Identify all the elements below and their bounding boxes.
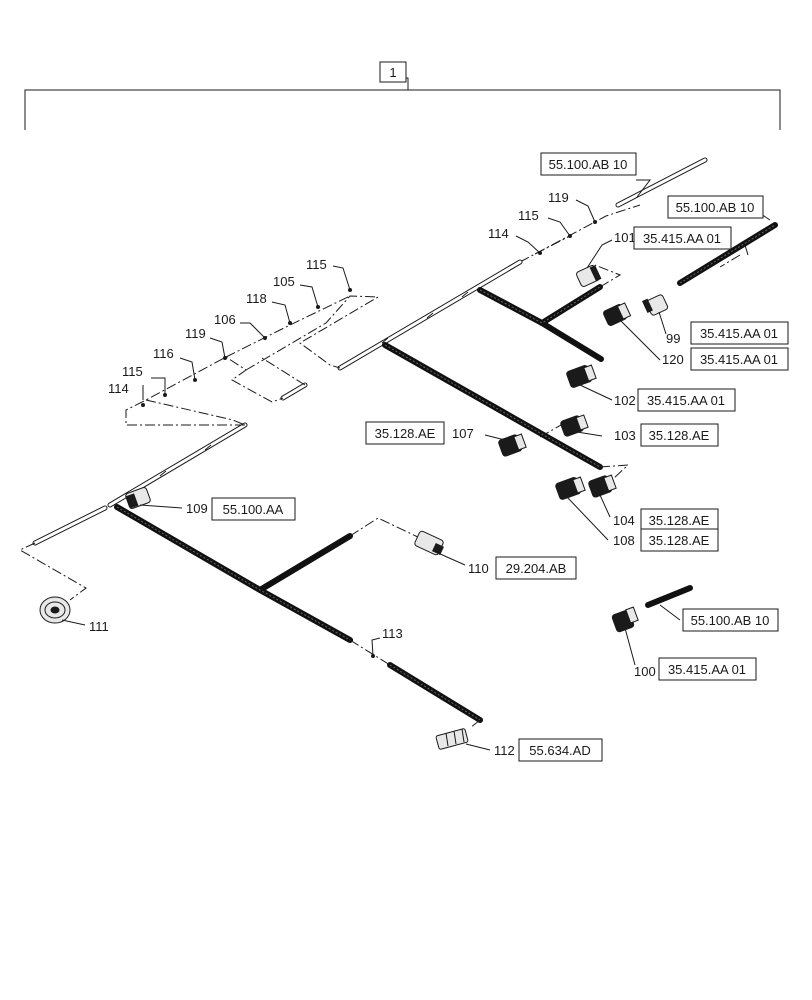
callout-112: 112 — [494, 743, 515, 758]
callout-105: 105 — [273, 274, 295, 289]
callout-99: 99 — [666, 331, 680, 346]
connector-100[interactable] — [611, 606, 639, 633]
ref-108[interactable]: 35.128.AE — [640, 528, 719, 552]
leader-lines — [61, 199, 771, 751]
assembly-bracket: 1 — [24, 61, 781, 130]
ref-99[interactable]: 35.415.AA 01 — [690, 321, 789, 345]
connector-104[interactable] — [588, 474, 617, 498]
callout-107: 107 — [452, 426, 474, 441]
callout-114b: 114 — [488, 226, 509, 241]
callout-109: 109 — [186, 501, 208, 516]
sleeve-tube-top — [615, 157, 708, 208]
ref-100-wrap[interactable]: 55.100.AB 10 — [682, 608, 779, 632]
callout-102: 102 — [614, 393, 636, 408]
connector-109[interactable] — [125, 487, 151, 510]
svg-text:35.415.AA 01: 35.415.AA 01 — [668, 662, 746, 677]
callout-103: 103 — [614, 428, 636, 443]
connector-102[interactable] — [566, 364, 597, 388]
svg-text:35.128.AE: 35.128.AE — [649, 428, 710, 443]
svg-text:35.415.AA 01: 35.415.AA 01 — [643, 231, 721, 246]
callout-numbers: 114 115 116 119 106 118 105 115 114 115 … — [89, 190, 684, 758]
callout-100: 100 — [634, 664, 656, 679]
reference-labels: 55.100.AB 10 55.100.AB 10 35.415.AA 01 3… — [211, 152, 789, 762]
ref-112[interactable]: 55.634.AD — [518, 738, 603, 762]
callout-111: 111 — [89, 619, 109, 634]
wrapped-sections — [114, 222, 778, 723]
ref-110[interactable]: 29.204.AB — [495, 556, 577, 580]
connector-120[interactable] — [603, 302, 632, 327]
ref-120[interactable]: 35.415.AA 01 — [690, 347, 789, 371]
ref-tube-top[interactable]: 55.100.AB 10 — [540, 152, 637, 176]
callout-115b: 115 — [306, 257, 327, 272]
callout-110: 110 — [468, 561, 489, 576]
callout-116: 116 — [153, 346, 174, 361]
ref-103[interactable]: 35.128.AE — [640, 423, 719, 447]
callout-115a: 115 — [122, 364, 143, 379]
ref-109[interactable]: 55.100.AA — [211, 497, 296, 521]
assembly-callout: 1 — [389, 65, 396, 80]
callout-115c: 115 — [518, 208, 539, 223]
svg-text:35.415.AA 01: 35.415.AA 01 — [647, 393, 725, 408]
connector-112[interactable] — [435, 728, 469, 750]
wrapped-dash-links — [349, 244, 749, 729]
callout-104: 104 — [613, 513, 635, 528]
svg-text:35.415.AA 01: 35.415.AA 01 — [700, 352, 778, 367]
svg-text:35.415.AA 01: 35.415.AA 01 — [700, 326, 778, 341]
callout-101: 101 — [614, 230, 636, 245]
upper-branch-outline — [519, 204, 641, 263]
ref-102[interactable]: 35.415.AA 01 — [637, 388, 736, 412]
svg-text:29.204.AB: 29.204.AB — [506, 561, 567, 576]
svg-text:35.128.AE: 35.128.AE — [649, 533, 710, 548]
svg-text:55.100.AA: 55.100.AA — [223, 502, 284, 517]
svg-text:55.100.AB 10: 55.100.AB 10 — [691, 613, 770, 628]
ref-100[interactable]: 35.415.AA 01 — [658, 657, 757, 681]
ref-101[interactable]: 35.415.AA 01 — [633, 226, 732, 250]
callout-106: 106 — [214, 312, 236, 327]
callout-114a: 114 — [108, 381, 129, 396]
connector-111[interactable] — [39, 596, 71, 624]
svg-text:35.128.AE: 35.128.AE — [375, 426, 436, 441]
svg-text:35.128.AE: 35.128.AE — [649, 513, 710, 528]
connector-110[interactable] — [414, 530, 444, 556]
connector-103[interactable] — [560, 414, 589, 437]
svg-text:55.100.AB 10: 55.100.AB 10 — [676, 200, 755, 215]
callout-118: 118 — [246, 291, 267, 306]
connector-108[interactable] — [555, 476, 586, 500]
callout-119a: 119 — [185, 326, 206, 341]
main-trunk — [32, 259, 523, 546]
connector-101[interactable] — [576, 265, 602, 288]
callout-120: 120 — [662, 352, 684, 367]
connector-107[interactable] — [498, 433, 527, 457]
svg-text:55.634.AD: 55.634.AD — [529, 743, 590, 758]
ref-107[interactable]: 35.128.AE — [365, 421, 445, 445]
connector-99[interactable] — [641, 294, 669, 316]
svg-text:55.100.AB 10: 55.100.AB 10 — [549, 157, 628, 172]
link-to-111 — [18, 542, 87, 601]
ref-wrap-right[interactable]: 55.100.AB 10 — [667, 195, 764, 219]
ref-104[interactable]: 35.128.AE — [640, 508, 719, 532]
callout-108: 108 — [613, 533, 635, 548]
callout-119b: 119 — [548, 190, 569, 205]
callout-113: 113 — [382, 626, 403, 641]
